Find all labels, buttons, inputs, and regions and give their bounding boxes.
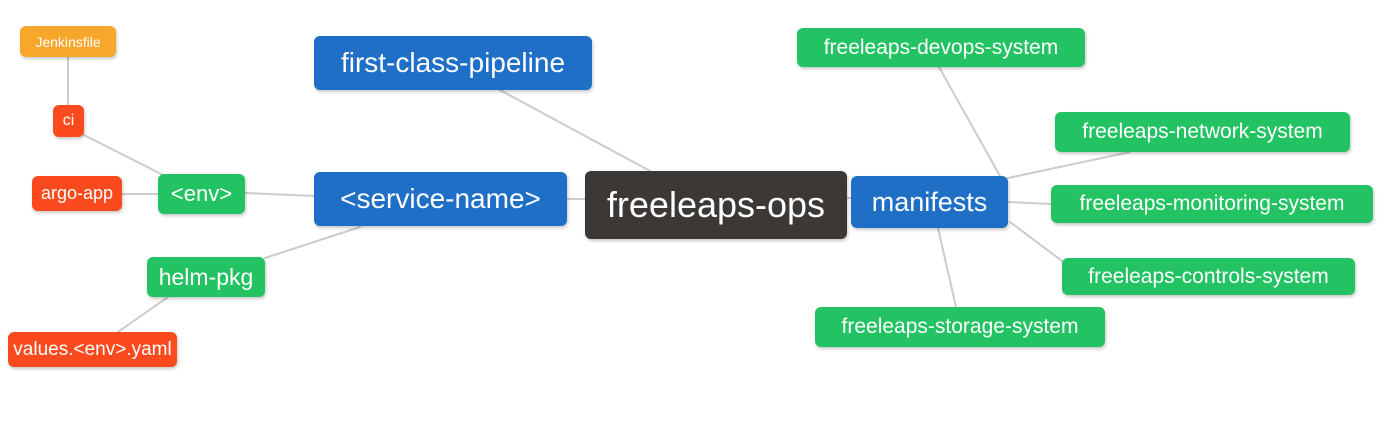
node-helm-pkg[interactable]: helm-pkg — [147, 257, 265, 297]
node-ci[interactable]: ci — [53, 105, 84, 137]
edge-manifests-devops-system — [938, 66, 1001, 177]
node-storage-system[interactable]: freeleaps-storage-system — [815, 307, 1105, 347]
edge-helm-pkg-values-env-yaml — [117, 296, 169, 333]
edge-manifests-monitoring-system — [1007, 201, 1052, 205]
node-freeleaps-ops[interactable]: freeleaps-ops — [585, 171, 847, 239]
edge-ci-env — [81, 133, 164, 176]
node-network-system[interactable]: freeleaps-network-system — [1055, 112, 1350, 152]
node-jenkinsfile[interactable]: Jenkinsfile — [20, 26, 116, 57]
edge-manifests-controls-system — [1009, 221, 1063, 262]
edge-service-name-helm-pkg — [264, 226, 361, 259]
node-monitoring-system[interactable]: freeleaps-monitoring-system — [1051, 185, 1373, 223]
node-devops-system[interactable]: freeleaps-devops-system — [797, 28, 1085, 67]
node-service-name[interactable]: <service-name> — [314, 172, 567, 226]
node-controls-system[interactable]: freeleaps-controls-system — [1062, 258, 1355, 295]
node-argo-app[interactable]: argo-app — [32, 176, 122, 211]
node-manifests[interactable]: manifests — [851, 176, 1008, 228]
node-first-class-pipeline[interactable]: first-class-pipeline — [314, 36, 592, 90]
node-values-env-yaml[interactable]: values.<env>.yaml — [8, 332, 177, 367]
edge-manifests-storage-system — [937, 227, 957, 308]
edge-env-service-name — [244, 192, 315, 197]
node-env[interactable]: <env> — [158, 174, 245, 214]
edge-first-class-pipeline-freeleaps-ops — [499, 89, 651, 172]
edge-manifests-network-system — [1007, 151, 1131, 179]
